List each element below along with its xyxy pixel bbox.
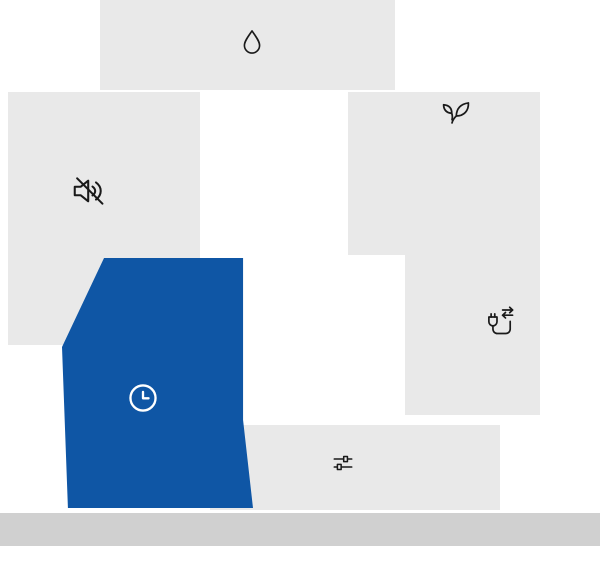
schedule-tile[interactable] [62,258,253,508]
sliders-icon [327,449,359,477]
preferences-tile[interactable] [210,425,500,510]
water-drop-icon [238,25,266,59]
eco-tile[interactable] [348,92,540,255]
speaker-muted-icon [68,172,110,210]
bottom-bar [0,513,600,546]
ink-tile[interactable] [100,0,395,90]
plug-sync-icon [482,305,518,339]
connection-tile[interactable] [405,255,540,415]
leaf-icon [438,96,474,128]
clock-icon [126,381,161,416]
